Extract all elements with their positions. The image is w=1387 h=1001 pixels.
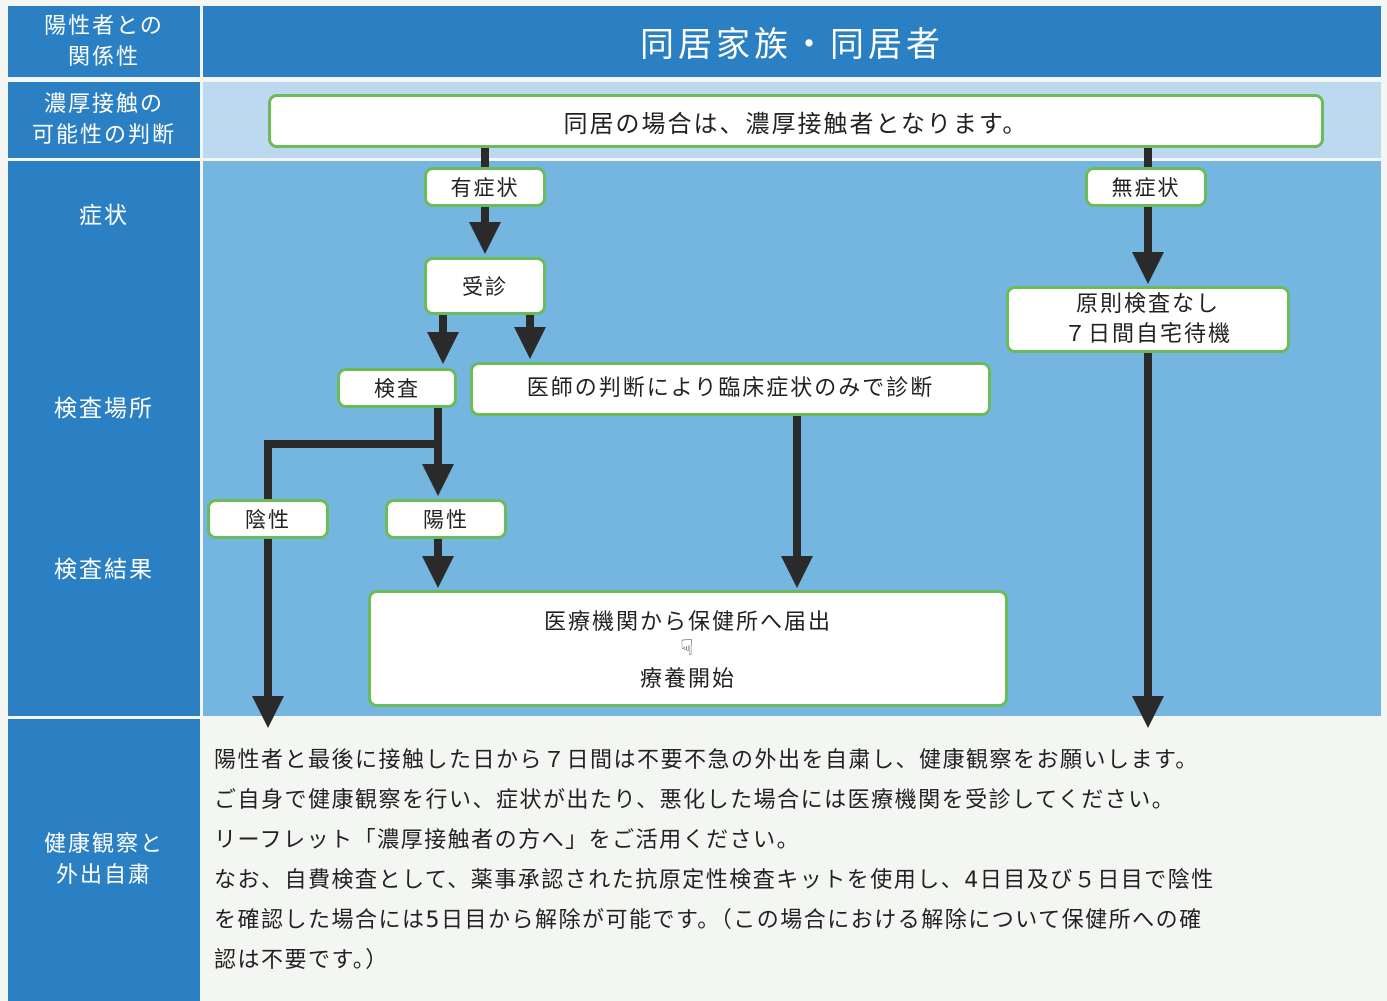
report-text: 医療機関から保健所へ届出 xyxy=(543,610,832,635)
left-column-flow xyxy=(8,161,200,716)
negative-box: 陰性 xyxy=(207,499,329,539)
symptoms-label: 症状 xyxy=(8,190,200,236)
asymptomatic-box: 無症状 xyxy=(1085,167,1207,207)
note-line: ご自身で健康観察を行い、症状が出たり、悪化した場合には医療機関を受診してください… xyxy=(214,788,1176,813)
pointing-hand-icon: ☟ xyxy=(680,636,696,661)
symptomatic-box: 有症状 xyxy=(424,167,546,207)
page-title: 同居家族・同居者 xyxy=(203,6,1381,77)
clinical-diagnosis-box: 医師の判断により臨床症状のみで診断 xyxy=(470,362,991,416)
health-observation-label: 健康観察と 外出自粛 xyxy=(8,719,200,1001)
relationship-header: 陽性者との 関係性 xyxy=(8,6,200,77)
note-line: 陽性者と最後に接触した日から７日間は不要不急の外出を自粛し、健康観察をお願いしま… xyxy=(214,748,1199,773)
contact-status-box: 同居の場合は、濃厚接触者となります。 xyxy=(268,94,1324,148)
note-line: なお、自費検査として、薬事承認された抗原定性検査キットを使用し、4日目及び５日目… xyxy=(214,868,1215,893)
note-line: 認は不要です。） xyxy=(214,948,389,973)
test-place-label: 検査場所 xyxy=(8,383,200,429)
consultation-box: 受診 xyxy=(424,257,546,315)
health-observation-notes: 陽性者と最後に接触した日から７日間は不要不急の外出を自粛し、健康観察をお願いしま… xyxy=(214,741,1374,981)
note-line: リーフレット「濃厚接触者の方へ」をご活用ください。 xyxy=(214,828,801,853)
note-line: を確認した場合には5日目から解除が可能です。（この場合における解除について保健所… xyxy=(214,908,1203,933)
treatment-start-text: 療養開始 xyxy=(639,667,736,692)
line-test-to-negative xyxy=(264,440,438,500)
contact-judgment-label: 濃厚接触の 可能性の判断 xyxy=(8,82,200,158)
report-treatment-box: 医療機関から保健所へ届出 ☟ 療養開始 xyxy=(368,590,1008,707)
no-test-box: 原則検査なし ７日間自宅待機 xyxy=(1006,286,1290,353)
test-box: 検査 xyxy=(337,368,457,408)
positive-box: 陽性 xyxy=(385,499,507,539)
test-result-label: 検査結果 xyxy=(8,544,200,590)
